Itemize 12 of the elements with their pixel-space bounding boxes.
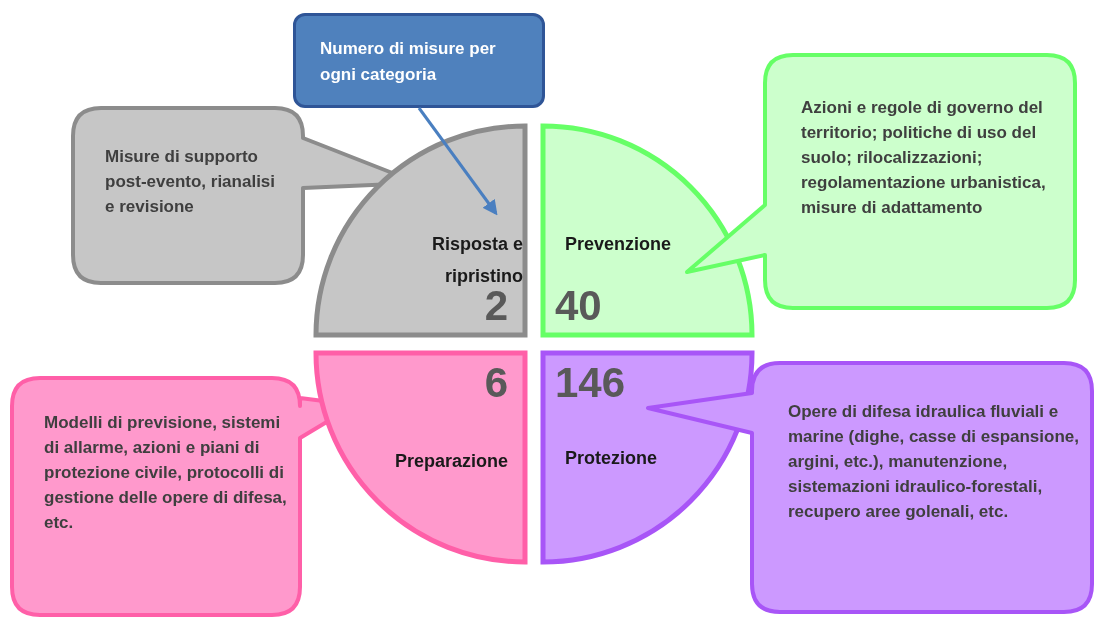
count-number: 6 xyxy=(484,360,508,406)
callout-text: Opere di difesa idraulica fluviali e marine (dighe, casse di espansione, argini, etc.), manutenzione, sistemazioni idraulico-forestali, recupero aree golenali, etc. xyxy=(788,401,1080,523)
callout-text: Misure di supporto post-evento, rianalisi e revisione xyxy=(105,146,277,218)
category-title: Prevenzione xyxy=(565,233,672,256)
arrow xyxy=(417,107,498,216)
callout-text: Azioni e regole di governo del territorio; politiche di uso del suolo; rilocalizzazioni; regolamentazione urbanistica, misure di adattamento xyxy=(801,97,1047,219)
category-title: Protezione xyxy=(565,447,657,470)
category-title: Preparazione xyxy=(393,450,508,473)
count-number: 40 xyxy=(555,283,602,329)
count-number: 146 xyxy=(555,360,626,406)
label-box: Numero di misure per ogni categoria xyxy=(293,13,545,108)
callout-text: Modelli di previsione, sistemi di allarme, azioni e piani di protezione civile, protocolli di gestione delle opere di difesa, etc. xyxy=(44,412,288,534)
